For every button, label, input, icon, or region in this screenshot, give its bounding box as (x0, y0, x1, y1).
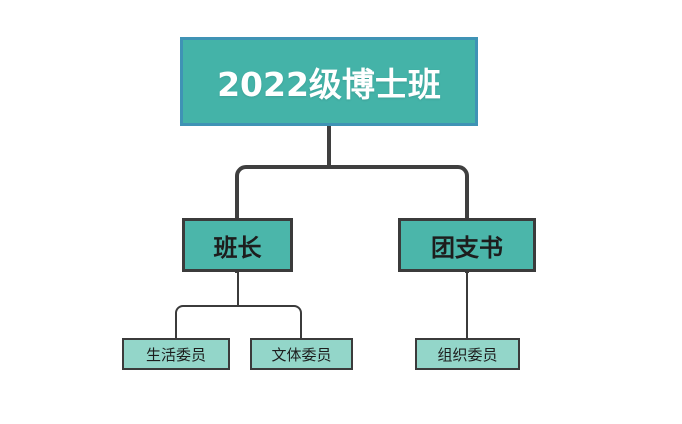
node-organization-officer[interactable]: 组织委员 (415, 338, 520, 370)
node-culture-sports-officer[interactable]: 文体委员 (250, 338, 353, 370)
node-league-secretary[interactable]: 团支书 (398, 218, 536, 272)
node-life-officer[interactable]: 生活委员 (122, 338, 230, 370)
edge-monitor-bus (175, 305, 302, 339)
edge-monitor-to-leaves (175, 272, 302, 339)
node-class-monitor[interactable]: 班长 (182, 218, 293, 272)
node-root-class[interactable]: 2022级博士班 (180, 37, 478, 126)
